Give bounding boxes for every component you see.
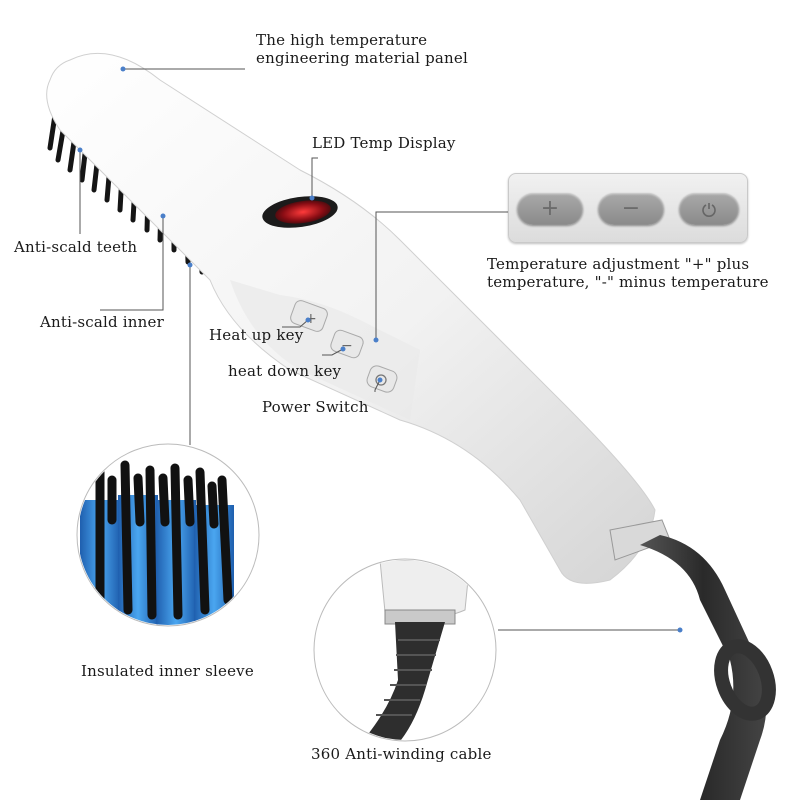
label-temp-adjust-1: Temperature adjustment "+" plus <box>487 255 750 273</box>
svg-text:+: + <box>305 311 317 327</box>
cable-detail <box>345 560 471 740</box>
label-anti-winding-cable: 360 Anti-winding cable <box>311 745 492 763</box>
label-temp-adjust-2: temperature, "-" minus temperature <box>487 273 769 291</box>
label-led-display: LED Temp Display <box>312 134 456 152</box>
power-icon <box>702 203 716 217</box>
label-panel-material-1: The high temperature <box>256 31 428 49</box>
minus-button[interactable]: − <box>598 193 664 225</box>
label-anti-scald-inner: Anti-scald inner <box>40 313 164 331</box>
label-insulated-sleeve: Insulated inner sleeve <box>81 662 254 680</box>
label-anti-scald-teeth: Anti-scald teeth <box>14 238 138 256</box>
label-power-switch: Power Switch <box>262 398 369 416</box>
power-button[interactable] <box>679 193 739 225</box>
label-heat-up-key: Heat up key <box>209 326 304 344</box>
svg-text:−: − <box>341 338 353 354</box>
leader-lines <box>79 68 680 631</box>
control-panel-inset: + − <box>508 173 748 243</box>
label-heat-down-key: heat down key <box>228 362 342 380</box>
cable <box>640 535 767 800</box>
label-panel-material-2: engineering material panel <box>256 49 468 67</box>
plus-button[interactable]: + <box>517 193 583 225</box>
inner-sleeve-detail <box>78 445 258 625</box>
